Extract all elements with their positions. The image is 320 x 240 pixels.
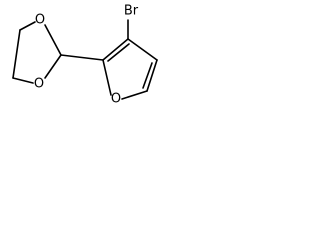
atom-bromine: Br	[124, 4, 139, 19]
furan-ring	[102, 38, 158, 100]
bond-c-o-top	[19, 21, 36, 31]
bond-o-c2-top	[44, 24, 62, 56]
bond-c-c-backbone	[12, 29, 21, 79]
bond-c3-c4	[127, 38, 158, 61]
bond-o-c-bottom	[12, 77, 34, 84]
dioxolane-ring	[12, 21, 62, 84]
bond-c2-o-bottom	[44, 54, 62, 79]
bond-c5-o	[121, 90, 148, 100]
bond-o-c2	[102, 59, 112, 96]
bond-c4-c5-double	[142, 62, 153, 89]
bond-c2-c3	[102, 38, 129, 61]
atom-furan-o: O	[111, 92, 121, 107]
bond-c4-c5	[146, 59, 158, 92]
chemical-structure: O O O Br	[12, 4, 158, 107]
bond-dioxolane-furan	[60, 54, 104, 61]
atom-dioxolane-o-top: O	[35, 13, 45, 28]
atom-dioxolane-o-bottom: O	[34, 77, 44, 92]
bond-c2-c3-double	[107, 43, 130, 62]
